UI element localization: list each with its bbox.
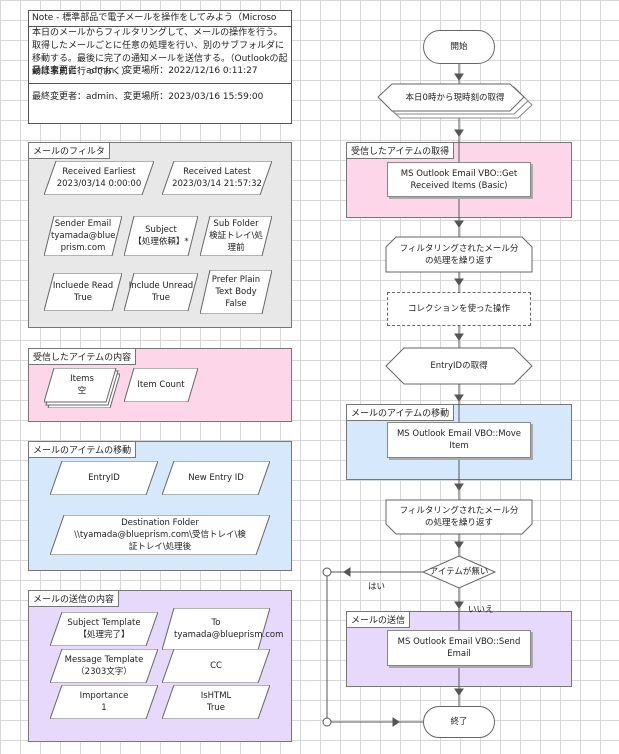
param-received-earliest[interactable]: Received Earliest 2023/03/14 0:00:00 (44, 161, 154, 195)
param-value: 【処理依頼】* (133, 237, 189, 247)
param-label: CC (210, 661, 222, 671)
param-new-entry-id[interactable]: New Entry ID (162, 461, 270, 495)
action-label: MS Outlook Email VBO::Get Received Items… (400, 168, 518, 191)
loop-label: フィルタリングされたメール分の処理を繰り返す (399, 506, 519, 528)
param-value: （2303文字） (76, 667, 132, 677)
param-label: Items (70, 374, 94, 384)
param-value: 1 (101, 703, 107, 713)
filter-region-title: メールのフィルタ (29, 143, 110, 159)
param-value: tyamada@blueprism.com (174, 630, 284, 640)
param-subject[interactable]: Subject 【処理依頼】* (124, 216, 198, 256)
flow-region-title: メールの送信 (347, 612, 411, 628)
param-label: Prefer Plain Text Body (211, 275, 261, 297)
param-label: Destination Folder (121, 518, 199, 528)
param-cc[interactable]: CC (162, 649, 270, 683)
param-value: \\tyamada@blueprism.com\受信トレイ\検証トレイ\処理後 (74, 530, 246, 552)
start-label: 開始 (450, 42, 468, 52)
param-value: True (206, 703, 226, 713)
param-label: Received Latest (183, 167, 251, 177)
end-label: 終了 (450, 717, 468, 727)
action-send-email[interactable]: MS Outlook Email VBO::Send Email (387, 630, 531, 666)
flow-region-title: 受信したアイテムの取得 (347, 143, 455, 159)
note-body: 本日のメールからフィルタリングして、メールの操作を行う。取得したメールごとに任意… (32, 28, 288, 77)
note-header: Note - 標準部品で電子メールを操作をしてみよう（Microso (29, 11, 291, 27)
action-label: MS Outlook Email VBO::Move Item (396, 429, 522, 451)
param-received-latest[interactable]: Received Latest 2023/03/14 21:57:32 (162, 161, 272, 195)
param-message-template[interactable]: Message Template （2303文字） (50, 649, 158, 683)
flow-region-title: メールのアイテムの移動 (347, 405, 455, 421)
action-get-received-items[interactable]: MS Outlook Email VBO::Get Received Items… (387, 162, 531, 197)
process-note[interactable]: Note - 標準部品で電子メールを操作をしてみよう（Microso 本日のメー… (28, 10, 292, 124)
decision-label: アイテムが無い (429, 567, 489, 577)
param-label: Message Template (64, 655, 144, 665)
action-move-item[interactable]: MS Outlook Email VBO::Move Item (387, 422, 531, 458)
start-node[interactable]: 開始 (423, 30, 495, 64)
param-label: Received Earliest (62, 167, 136, 177)
param-label: New Entry ID (188, 473, 244, 483)
end-node[interactable]: 終了 (423, 706, 495, 738)
param-item-count[interactable]: Item Count (124, 368, 198, 402)
param-is-html[interactable]: IsHTML True (162, 685, 270, 719)
param-label: Incluede Read (52, 281, 114, 291)
param-label: Item Count (137, 380, 185, 390)
param-label: Importance (79, 691, 129, 701)
param-label: Subject Template (67, 618, 141, 628)
move-region-title: メールのアイテムの移動 (29, 442, 137, 458)
decision-yes-label: はい (368, 582, 386, 592)
sub-process-collection[interactable]: コレクションを使った操作 (387, 292, 531, 326)
param-label: Subject (145, 225, 177, 235)
param-value: tyamada@blue prism.com (51, 231, 116, 253)
param-value: True (73, 293, 93, 303)
param-sub-folder[interactable]: Sub Folder 検証トレイ\処理前 (200, 216, 272, 256)
param-label: Sub Folder (213, 219, 259, 229)
received-region-title: 受信したアイテムの内容 (29, 349, 137, 365)
loop-label: フィルタリングされたメール分の処理を繰り返す (399, 243, 519, 266)
loop-start[interactable]: フィルタリングされたメール分の処理を繰り返す (385, 236, 533, 273)
param-to[interactable]: To tyamada@blueprism.com (162, 608, 283, 650)
send-region-title: メールの送信の内容 (29, 591, 120, 607)
decision-no-label: いいえ (468, 605, 494, 615)
param-value: 2023/03/14 21:57:32 (172, 179, 262, 189)
param-importance[interactable]: Importance 1 (50, 685, 158, 719)
param-subject-template[interactable]: Subject Template 【処理完了】 (50, 612, 158, 646)
param-destination-folder[interactable]: Destination Folder \\tyamada@blueprism.co… (50, 515, 270, 555)
param-entry-id[interactable]: EntryID (50, 461, 158, 495)
param-value: True (151, 293, 171, 303)
note-modified: 最終変更者：admin、変更場所：2023/03/16 15:59:00 (29, 83, 291, 111)
param-value: 2023/03/14 0:00:00 (56, 179, 142, 189)
param-sender-email[interactable]: Sender Email tyamada@blue prism.com (44, 216, 122, 256)
calc-stage-get-entry[interactable]: EntryIDの取得 (385, 347, 533, 385)
param-label: IsHTML (200, 691, 232, 701)
param-label: Sender Email (54, 219, 112, 229)
sub-process-label: コレクションを使った操作 (407, 304, 510, 314)
calc-label: EntryIDの取得 (430, 361, 488, 371)
note-created: 最終変更者：admin、変更場所：2022/12/16 0:11:27 (32, 66, 258, 76)
collection-items[interactable]: Items 空 (44, 368, 120, 408)
loop-end[interactable]: フィルタリングされたメール分の処理を繰り返す (385, 499, 533, 535)
param-value: False (225, 299, 247, 309)
param-label: Include Unread (128, 281, 194, 291)
param-value: 検証トレイ\処理前 (209, 231, 263, 253)
calc-label: 本日0時から現時刻の取得 (405, 93, 505, 103)
param-label: To (211, 618, 221, 628)
param-value: 【処理完了】 (78, 630, 130, 640)
param-value: 空 (77, 386, 87, 396)
action-label: MS Outlook Email VBO::Send Email (397, 637, 521, 659)
decision-no-items[interactable]: アイテムが無い (421, 555, 497, 589)
calc-stage-get-time[interactable]: 本日0時から現時刻の取得 (377, 83, 533, 119)
param-label: EntryID (88, 473, 120, 483)
